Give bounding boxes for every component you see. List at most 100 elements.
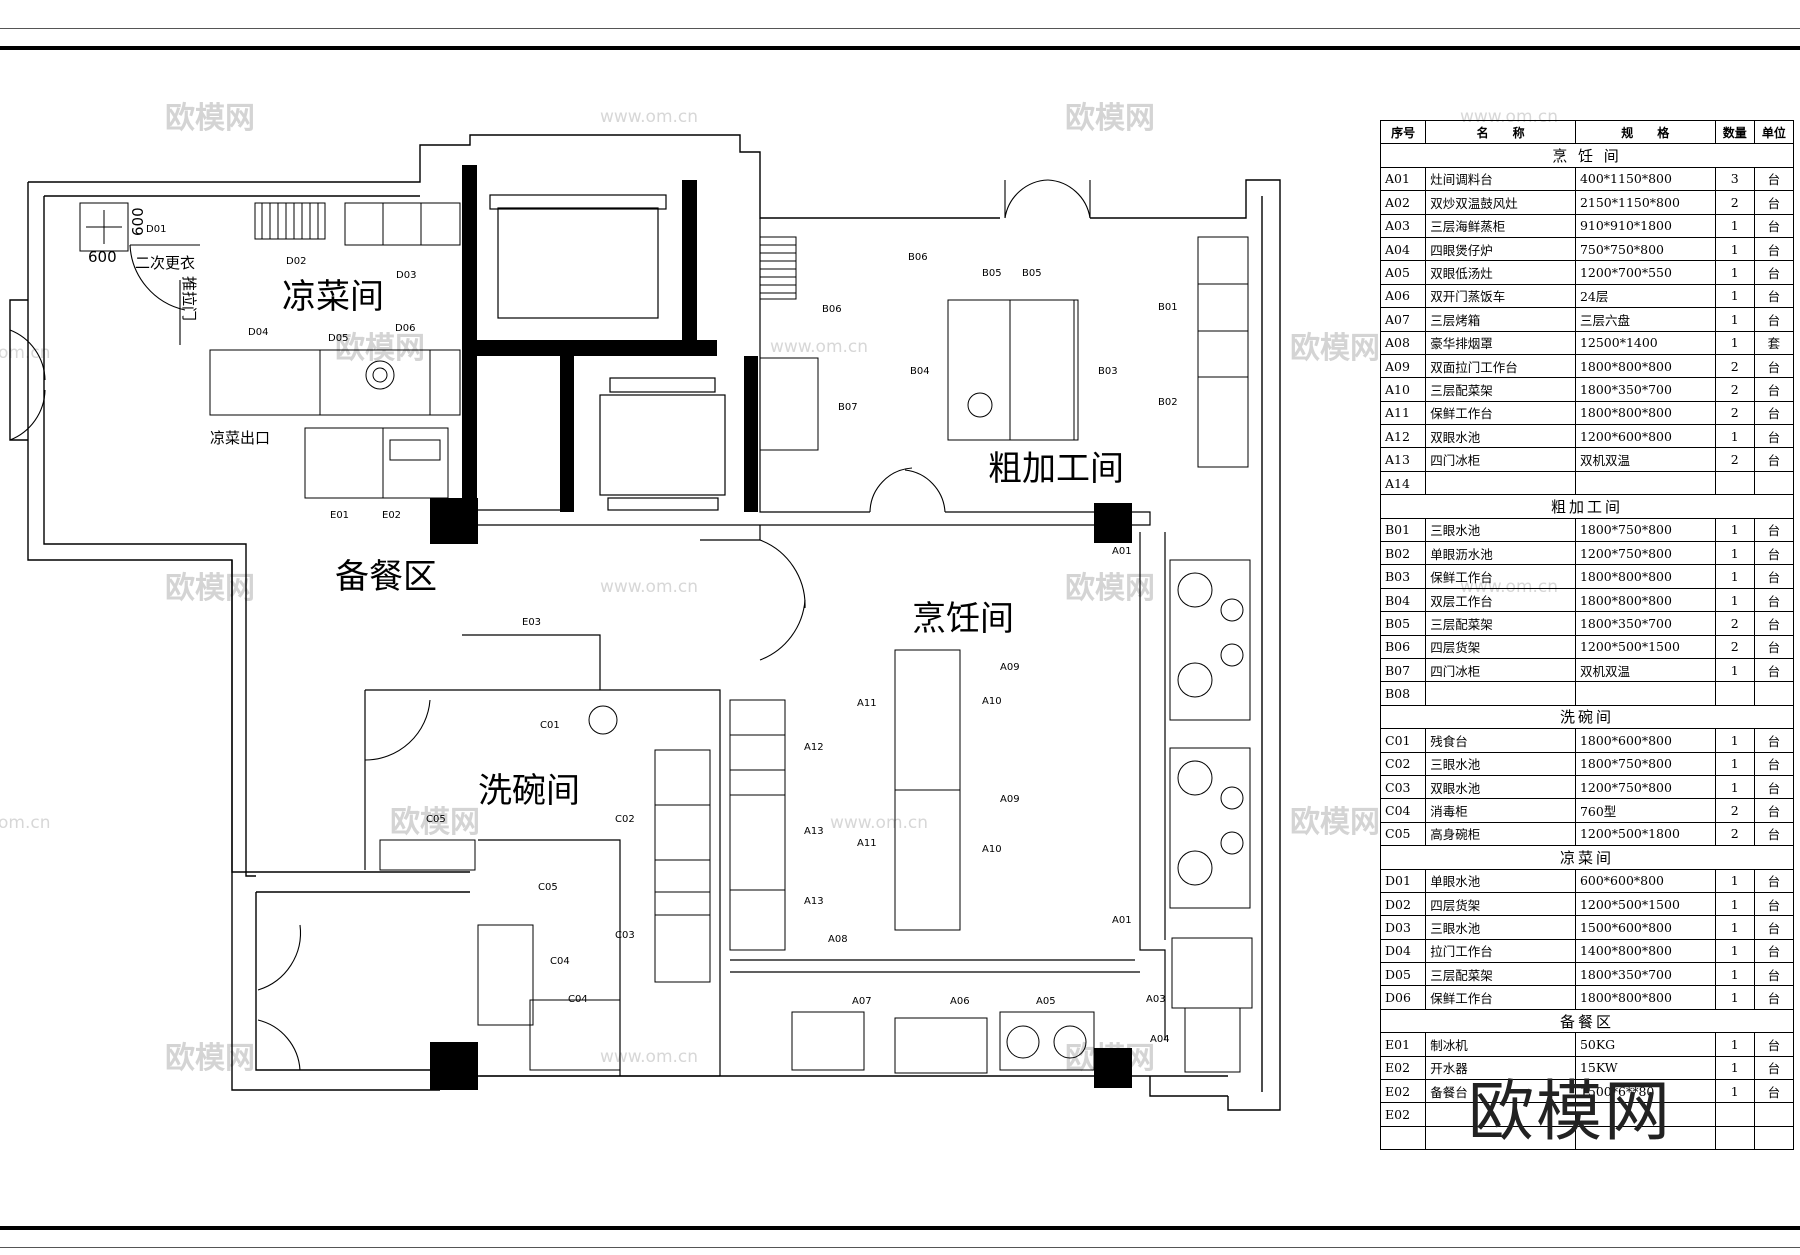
tag-b05-b: B05: [1022, 268, 1042, 279]
cell-spec: 1800*800*800: [1574, 400, 1716, 426]
tag-c04-b: C04: [568, 994, 588, 1005]
cell-qty: 1: [1714, 868, 1755, 893]
header-qty: 数量: [1714, 119, 1755, 145]
cell-unit: 台: [1753, 962, 1795, 987]
cell-no: C05: [1379, 821, 1427, 847]
cell-name: [1425, 681, 1576, 706]
tag-a06: A06: [950, 996, 970, 1007]
cell-no: B03: [1379, 564, 1427, 589]
cell-name: 单眼水池: [1425, 868, 1576, 893]
tag-b07: B07: [838, 402, 858, 413]
cell-unit: 台: [1753, 634, 1795, 659]
cell-qty: 1: [1714, 260, 1755, 285]
cell-unit: 台: [1753, 564, 1795, 589]
cell-no: C02: [1379, 751, 1427, 776]
header-spec: 规 格: [1574, 119, 1716, 145]
cell-unit: 台: [1753, 1079, 1795, 1104]
cell-name: [1425, 470, 1576, 496]
cell-qty: 2: [1714, 821, 1755, 847]
cell-no: A01: [1379, 166, 1427, 192]
cell-no: A14: [1379, 470, 1427, 496]
cell-spec: 1500*6**80: [1574, 1079, 1716, 1104]
table-row: A14: [1379, 470, 1795, 496]
cell-no: A09: [1379, 353, 1427, 379]
table-section-row: 凉菜间: [1380, 845, 1794, 870]
cell-unit: 台: [1753, 985, 1795, 1010]
cell-unit: 台: [1753, 868, 1795, 893]
tag-b05: B05: [982, 268, 1002, 279]
cell-qty: 1: [1714, 657, 1755, 683]
cell-qty: 1: [1714, 938, 1755, 964]
cell-name: 保鲜工作台: [1425, 985, 1576, 1010]
cell-no: D04: [1379, 938, 1427, 964]
cell-unit: 台: [1753, 611, 1795, 636]
table-row: [1379, 1125, 1795, 1151]
cell-no: D05: [1379, 962, 1427, 987]
tag-d04: D04: [248, 327, 268, 338]
cell-qty: [1714, 1102, 1755, 1127]
label-changing: 二次更衣: [135, 254, 195, 272]
tag-b02: B02: [1158, 397, 1178, 408]
cell-name: 残食台: [1425, 728, 1576, 753]
cell-qty: 1: [1714, 541, 1755, 566]
cell-qty: 1: [1714, 283, 1755, 309]
cell-unit: 台: [1753, 447, 1795, 472]
cell-no: E02: [1379, 1102, 1427, 1127]
cell-qty: 1: [1714, 728, 1755, 753]
cell-qty: 2: [1714, 611, 1755, 636]
cell-name: 四层货架: [1425, 634, 1576, 659]
cell-no: A07: [1379, 307, 1427, 332]
cell-qty: 2: [1714, 447, 1755, 472]
cell-name: 灶间调料台: [1425, 166, 1576, 192]
cell-name: 三层烤箱: [1425, 307, 1576, 332]
cell-unit: 台: [1753, 353, 1795, 379]
watermark-url: www.om.cn: [600, 107, 698, 127]
cell-no: E02: [1379, 1055, 1427, 1081]
cell-unit: 台: [1753, 260, 1795, 285]
cell-spec: 1200*750*800: [1574, 774, 1716, 800]
cell-no: B04: [1379, 587, 1427, 613]
cell-qty: 2: [1714, 377, 1755, 402]
table-section-row: 烹 饪 间: [1380, 143, 1794, 168]
cell-spec: 1800*800*800: [1574, 564, 1716, 589]
cell-unit: 台: [1753, 798, 1795, 823]
watermark-logo: 欧模网: [165, 101, 255, 136]
cell-no: A04: [1379, 236, 1427, 262]
cell-name: [1425, 1125, 1576, 1151]
watermark-url: www.om.cn: [600, 577, 698, 597]
cell-no: A03: [1379, 213, 1427, 238]
cell-spec: 1200*750*800: [1574, 541, 1716, 566]
cell-qty: 2: [1714, 400, 1755, 426]
cell-no: [1379, 1125, 1427, 1151]
brand-logo: 欧模网: [1468, 1073, 1672, 1150]
cell-name: 三眼水池: [1425, 517, 1576, 543]
cell-spec: 1800*350*700: [1574, 611, 1716, 636]
tag-c05-b: C05: [538, 882, 558, 893]
cell-name: 四眼煲仔炉: [1425, 236, 1576, 262]
watermark-url: www.om.cn: [830, 813, 928, 833]
watermark-logo: 欧模网: [1065, 571, 1155, 606]
tag-e02: E02: [382, 510, 401, 521]
cell-qty: 1: [1714, 1079, 1755, 1104]
cell-spec: 1800*350*700: [1574, 377, 1716, 402]
cell-unit: 台: [1753, 283, 1795, 309]
header-unit: 单位: [1753, 119, 1795, 145]
cell-name: 双眼水池: [1425, 424, 1576, 449]
cell-unit: 台: [1753, 190, 1795, 215]
table-section-row: 备餐区: [1380, 1008, 1794, 1034]
cell-unit: 台: [1753, 657, 1795, 683]
cell-spec: 1200*500*1500: [1574, 891, 1716, 917]
cell-qty: 1: [1714, 564, 1755, 589]
cell-unit: [1753, 681, 1795, 706]
cell-no: A08: [1379, 330, 1427, 355]
